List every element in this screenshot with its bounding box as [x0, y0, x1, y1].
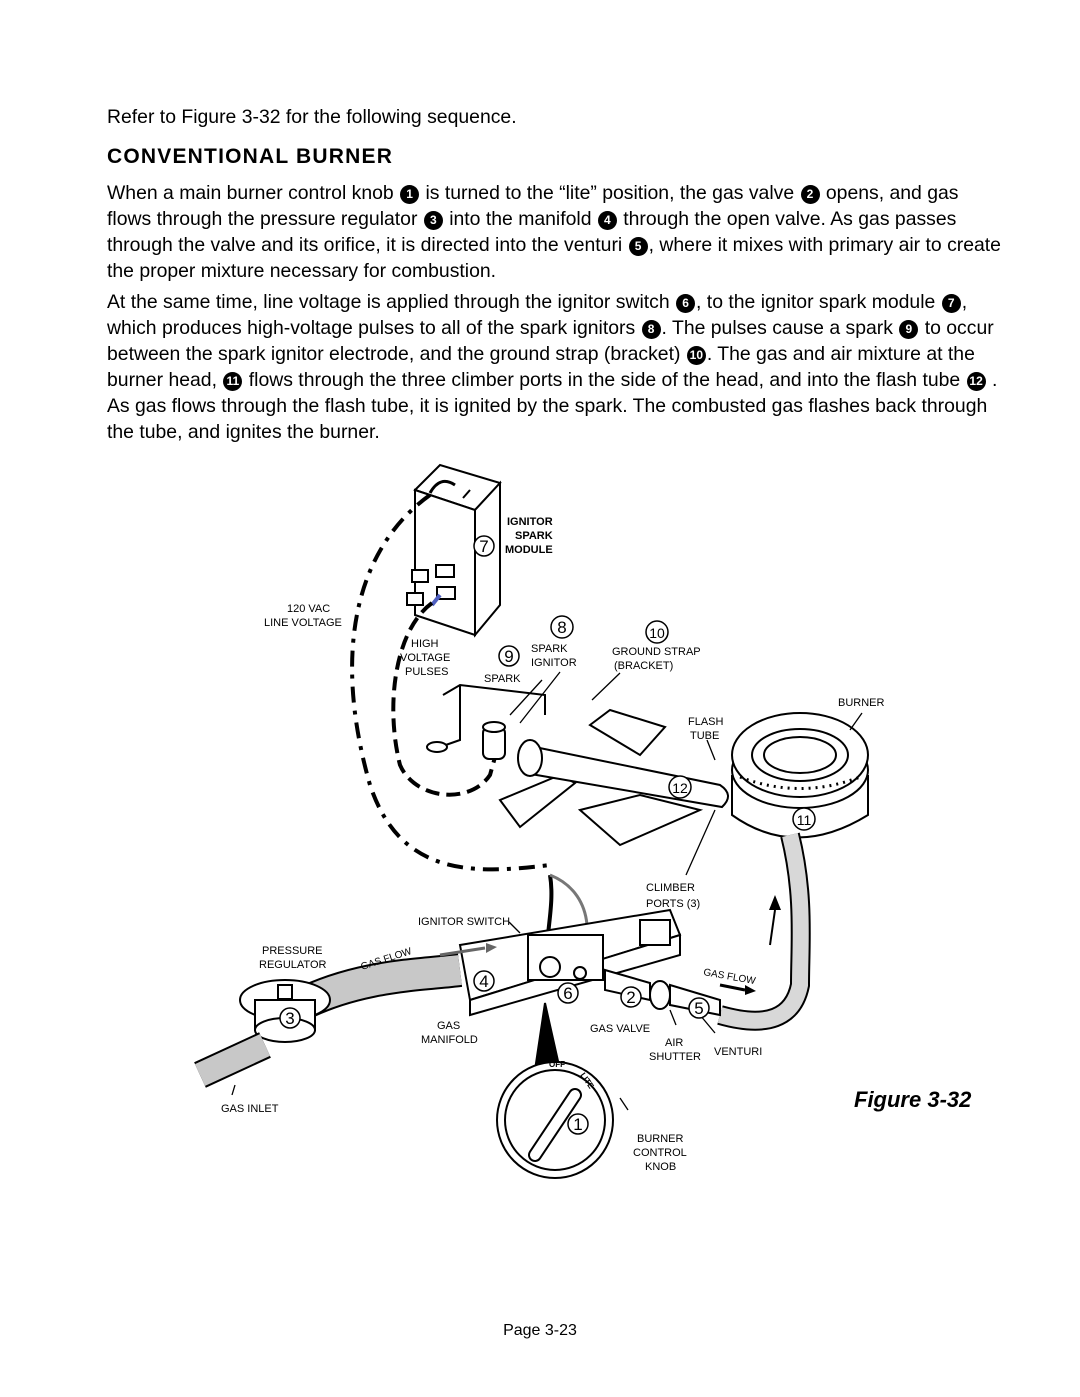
- callout-7: 7: [473, 535, 495, 557]
- callout-6: 6: [557, 982, 579, 1004]
- svg-text:12: 12: [672, 780, 688, 796]
- label-line-voltage: LINE VOLTAGE: [264, 617, 342, 629]
- svg-text:11: 11: [797, 812, 812, 828]
- label-gas-manifold: GAS: [437, 1020, 460, 1032]
- pressure-regulator: [239, 979, 331, 1043]
- label-line-voltage: 120 VAC: [287, 603, 330, 615]
- svg-text:9: 9: [504, 647, 513, 666]
- intro-text: Refer to Figure 3-32 for the following s…: [107, 106, 517, 128]
- text-run: . As gas flows through the flash tube, i…: [107, 369, 998, 443]
- label-air-shutter: AIR: [665, 1037, 683, 1049]
- ignitor-spark-module: [406, 463, 502, 638]
- text-run: . The pulses cause a spark: [661, 317, 899, 339]
- text-run: , to the ignitor spark module: [696, 291, 941, 313]
- callout-8: 8: [550, 615, 574, 639]
- label-air-shutter: SHUTTER: [649, 1051, 701, 1063]
- text-run: to occur between the spark ignitor elect…: [107, 317, 994, 365]
- burner-head: [731, 712, 869, 839]
- label-burner: BURNER: [838, 697, 885, 709]
- callout-1: 1: [567, 1113, 589, 1135]
- label-knob-off: OFF: [549, 1060, 565, 1069]
- callout-9: 9: [498, 645, 520, 667]
- label-ground-strap: (BRACKET): [614, 660, 673, 672]
- burner-control-knob: [496, 1002, 614, 1179]
- callout-badge-6: 6: [676, 294, 696, 313]
- line-voltage-lead: [350, 493, 551, 872]
- callout-badge-1: 1: [400, 185, 420, 204]
- callout-12: 12: [668, 775, 692, 799]
- label-gas-flow-2: GAS FLOW: [702, 967, 756, 987]
- label-high-voltage: HIGH: [411, 638, 439, 650]
- section-heading: CONVENTIONAL BURNER: [107, 145, 394, 168]
- label-ignitor-spark-module: IGNITOR: [507, 516, 553, 528]
- svg-text:7: 7: [479, 537, 488, 556]
- label-spark-ignitor: IGNITOR: [531, 657, 577, 669]
- label-high-voltage: VOLTAGE: [400, 652, 450, 664]
- text-run: is turned to the “lite” position, the ga…: [420, 182, 800, 204]
- callout-badge-11: 11: [223, 372, 243, 391]
- text-run: opens, and gas flows through the pressur…: [107, 182, 959, 230]
- callout-badge-7: 7: [941, 294, 961, 313]
- label-pressure-regulator: REGULATOR: [259, 959, 326, 971]
- text-run: through the open valve. As gas passes th…: [107, 208, 957, 256]
- label-climber-ports: PORTS (3): [646, 898, 700, 910]
- callout-badge-12: 12: [966, 372, 986, 391]
- callout-5: 5: [688, 997, 710, 1019]
- svg-text:5: 5: [694, 999, 703, 1018]
- label-ignitor-spark-module: MODULE: [505, 544, 553, 556]
- paragraph-burner-sequence: When a main burner control knob 1 is tur…: [107, 180, 1007, 284]
- label-flash-tube: FLASH: [688, 716, 724, 728]
- callout-badge-10: 10: [686, 346, 706, 365]
- label-ignitor-spark-module: SPARK: [515, 530, 553, 542]
- label-spark-ignitor: SPARK: [531, 643, 568, 655]
- svg-text:10: 10: [649, 625, 665, 641]
- label-gas-manifold: MANIFOLD: [421, 1034, 478, 1046]
- label-flash-tube: TUBE: [690, 730, 719, 742]
- label-ground-strap: GROUND STRAP: [612, 646, 701, 658]
- text-run: At the same time, line voltage is applie…: [107, 291, 676, 313]
- text-run: , where it mixes with primary air to cre…: [107, 234, 1001, 282]
- svg-text:6: 6: [563, 984, 572, 1003]
- text-run: When a main burner control knob: [107, 182, 400, 204]
- callout-11: 11: [792, 807, 816, 831]
- label-high-voltage: PULSES: [405, 666, 448, 678]
- callout-2: 2: [620, 986, 642, 1008]
- label-gas-inlet: GAS INLET: [221, 1103, 279, 1115]
- svg-text:2: 2: [626, 988, 635, 1007]
- ground-strap-bracket: [426, 683, 546, 760]
- text-run: into the manifold: [443, 208, 597, 230]
- callout-4: 4: [473, 970, 495, 992]
- label-burner-control-knob: CONTROL: [633, 1147, 687, 1159]
- label-ignitor-switch: IGNITOR SWITCH: [418, 916, 510, 928]
- paragraph-ignition-sequence: At the same time, line voltage is applie…: [107, 289, 1007, 445]
- callout-badge-3: 3: [423, 211, 443, 230]
- svg-text:4: 4: [479, 972, 488, 991]
- high-voltage-lead: [391, 601, 499, 797]
- label-venturi: VENTURI: [714, 1046, 762, 1058]
- callout-badge-8: 8: [641, 320, 661, 339]
- page-number: Page 3-23: [503, 1322, 577, 1339]
- svg-text:8: 8: [557, 618, 566, 637]
- label-spark: SPARK: [484, 673, 521, 685]
- label-pressure-regulator: PRESSURE: [262, 945, 323, 957]
- label-burner-control-knob: BURNER: [637, 1133, 684, 1145]
- callout-3: 3: [279, 1007, 301, 1029]
- label-burner-control-knob: KNOB: [645, 1161, 676, 1173]
- callout-badge-5: 5: [628, 237, 648, 256]
- text-run: flows through the three climber ports in…: [243, 369, 966, 391]
- svg-text:1: 1: [573, 1115, 582, 1134]
- label-climber-ports: CLIMBER: [646, 882, 695, 894]
- svg-text:3: 3: [285, 1009, 294, 1028]
- figure-caption: Figure 3-32: [854, 1087, 972, 1112]
- callout-10: 10: [645, 620, 669, 644]
- label-gas-valve: GAS VALVE: [590, 1023, 650, 1035]
- callout-badge-2: 2: [800, 185, 820, 204]
- callout-badge-4: 4: [597, 211, 617, 230]
- burner-diagram: IGNITOR SPARK MODULE 120 VAC LINE VOLTAG…: [194, 463, 885, 1179]
- text-run: , which produces high-voltage pulses to …: [107, 291, 968, 339]
- callout-badge-9: 9: [899, 320, 919, 339]
- text-run: . The gas and air mixture at the burner …: [107, 343, 975, 391]
